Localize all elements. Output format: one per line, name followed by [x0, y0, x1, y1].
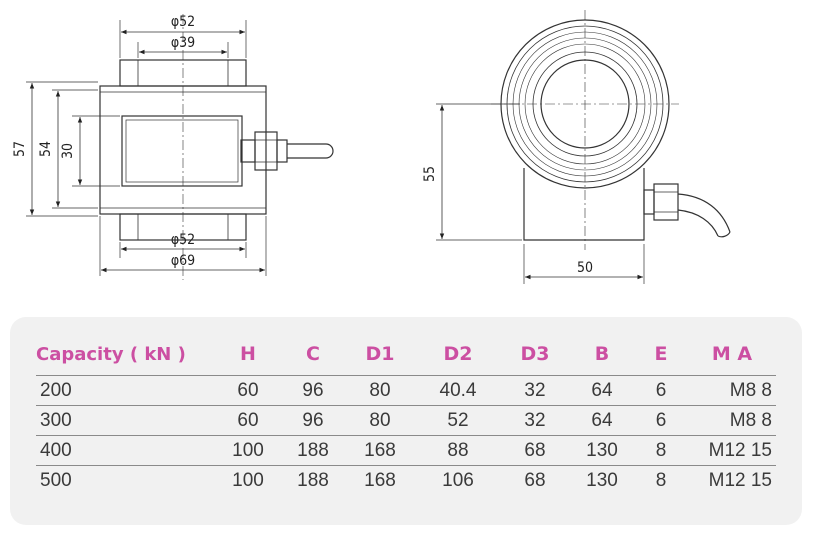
cell-capacity: 300 — [36, 405, 214, 436]
cell-h: 100 — [214, 465, 282, 495]
cell-capacity: 200 — [36, 375, 214, 406]
front-connector-nut — [653, 183, 679, 221]
header-h: H — [240, 343, 256, 365]
connector-base — [240, 139, 256, 163]
dim-height-window: 30 — [60, 143, 76, 159]
cell-capacity: 400 — [36, 435, 214, 466]
dim-height-total: 57 — [12, 141, 28, 157]
front-connector-base — [643, 189, 655, 215]
cell-e: 6 — [634, 375, 688, 406]
dim-top-inner: φ39 — [171, 35, 195, 51]
header-capacity: Capacity ( kN ) — [36, 343, 186, 365]
cell-d3: 68 — [500, 465, 570, 495]
table-header-row: Capacity ( kN ) H C D1 D2 D3 B E M A — [36, 333, 776, 376]
cell-e: 6 — [634, 405, 688, 436]
header-e: E — [654, 343, 668, 365]
side-view — [26, 14, 334, 280]
cable-bottom — [677, 209, 719, 237]
cell-e: 8 — [634, 465, 688, 495]
dim-top-outer: φ52 — [171, 14, 195, 30]
technical-drawing: φ52 φ39 φ52 φ69 57 54 30 55 5 — [12, 10, 731, 284]
gauge-window — [121, 115, 243, 187]
cell-d3: 68 — [500, 435, 570, 466]
cell-h: 100 — [214, 435, 282, 466]
header-d2: D2 — [443, 343, 473, 365]
cell-capacity: 500 — [36, 465, 214, 495]
table-row: 500 100 188 168 106 68 130 8 M12 15 — [36, 465, 776, 495]
cell-d1: 168 — [344, 435, 416, 466]
cell-c: 96 — [282, 405, 344, 436]
cell-d3: 32 — [500, 405, 570, 436]
cell-c: 96 — [282, 375, 344, 406]
cell-m-a: M8 8 — [688, 405, 776, 436]
cell-d2: 88 — [416, 435, 500, 466]
cable-top — [677, 193, 731, 233]
header-b: B — [594, 343, 610, 365]
cell-h: 60 — [214, 405, 282, 436]
front-view — [436, 10, 731, 284]
cell-m-a: M12 15 — [688, 465, 776, 495]
cell-b: 64 — [570, 375, 634, 406]
cell-b: 130 — [570, 465, 634, 495]
dim-bottom-outer: φ69 — [171, 253, 195, 269]
connector-collar — [276, 139, 288, 163]
header-d3: D3 — [520, 343, 550, 365]
cell-d3: 32 — [500, 375, 570, 406]
table-row: 200 60 96 80 40.4 32 64 6 M8 8 — [36, 375, 776, 406]
cell-h: 60 — [214, 375, 282, 406]
header-c: C — [306, 343, 320, 365]
cell-m-a: M12 15 — [688, 435, 776, 466]
dim-front-height: 55 — [422, 166, 438, 182]
table-row: 300 60 96 80 52 32 64 6 M8 8 — [36, 405, 776, 436]
cable-end — [717, 231, 731, 238]
dim-height-body: 54 — [38, 141, 54, 157]
cell-c: 188 — [282, 465, 344, 495]
cell-d2: 52 — [416, 405, 500, 436]
cable-stub — [287, 143, 334, 159]
cell-d1: 80 — [344, 405, 416, 436]
cell-b: 64 — [570, 405, 634, 436]
cell-m-a: M8 8 — [688, 375, 776, 406]
cell-d1: 80 — [344, 375, 416, 406]
spec-table: Capacity ( kN ) H C D1 D2 D3 B E M A 200… — [36, 333, 776, 495]
table-row: 400 100 188 168 88 68 130 8 M12 15 — [36, 435, 776, 466]
front-body — [523, 168, 645, 241]
cell-d2: 106 — [416, 465, 500, 495]
dim-front-width: 50 — [577, 260, 593, 276]
dim-bottom-inner: φ52 — [171, 232, 195, 248]
cell-d1: 168 — [344, 465, 416, 495]
cell-b: 130 — [570, 435, 634, 466]
header-m-a: M A — [711, 343, 753, 365]
header-d1: D1 — [365, 343, 395, 365]
cell-d2: 40.4 — [416, 375, 500, 406]
cell-e: 8 — [634, 435, 688, 466]
cell-c: 188 — [282, 435, 344, 466]
